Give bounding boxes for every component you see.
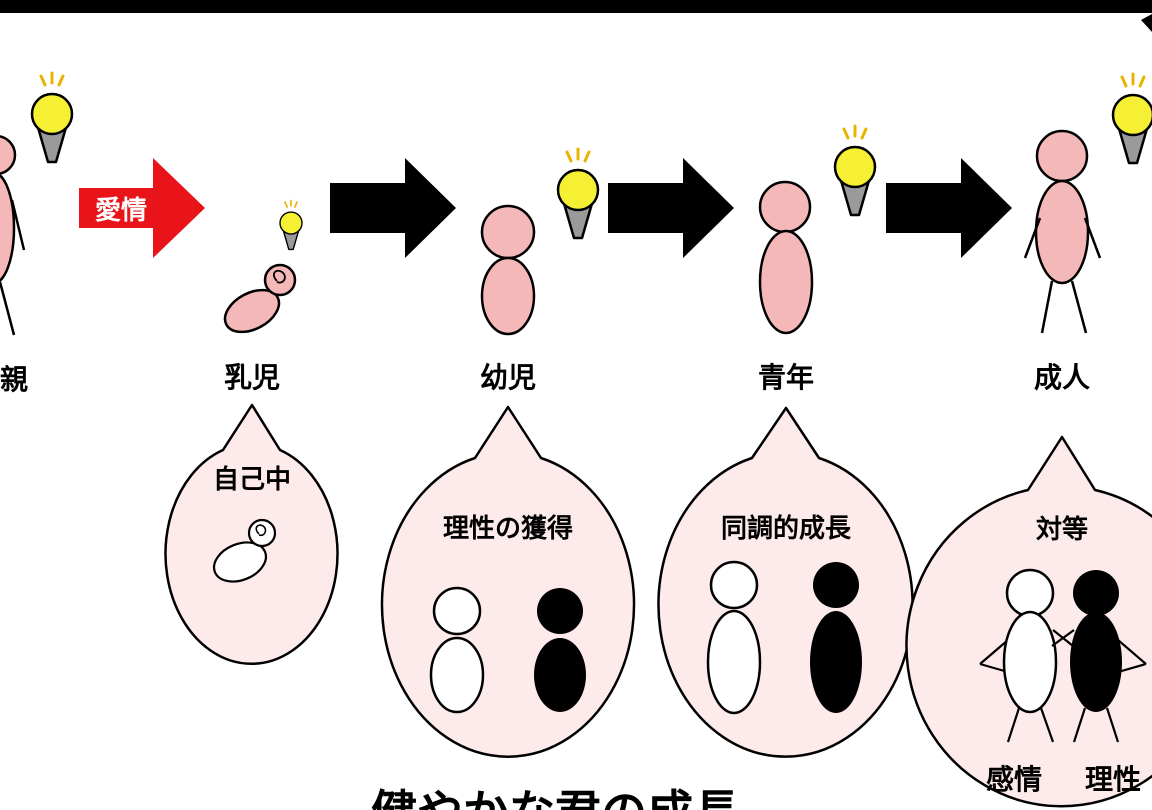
caption-reason: 理性	[1085, 763, 1141, 796]
bubble-title-adult: 対等	[1036, 514, 1088, 545]
infant-figure	[223, 263, 297, 334]
lightbulb-icon	[556, 147, 600, 240]
stage-label-youth: 青年	[758, 361, 814, 394]
bottom-title: 健やかな君の成長	[371, 785, 740, 810]
speech-bubble-adult: 対等 感情 理性	[905, 435, 1152, 808]
caption-emotion: 感情	[986, 763, 1042, 796]
bubble-title-infant: 自己中	[213, 464, 291, 495]
speech-bubble-toddler: 理性の獲得	[380, 405, 636, 758]
adult-figure	[1023, 129, 1102, 334]
stage-label-parent: 親	[0, 363, 28, 396]
speech-bubble-infant: 自己中	[164, 403, 339, 665]
lightbulb-icon-small	[279, 199, 303, 251]
lightbulb-icon	[833, 124, 877, 217]
right-arrow-icon	[79, 158, 205, 258]
stage-label-adult: 成人	[1034, 361, 1090, 394]
lightbulb-icon	[1111, 72, 1152, 165]
stage-label-toddler: 幼児	[480, 361, 536, 394]
lightbulb-icon	[30, 71, 74, 164]
love-arrow-label: 愛情	[95, 196, 147, 226]
love-arrow: 愛情	[79, 158, 205, 258]
parent-figure	[0, 135, 26, 336]
toddler-figure	[480, 204, 536, 336]
right-arrow-icon	[330, 158, 456, 258]
youth-figure	[758, 180, 814, 335]
corner-mark	[1141, 14, 1152, 32]
right-arrow-icon	[886, 158, 1012, 258]
bubble-title-toddler: 理性の獲得	[443, 514, 573, 544]
speech-bubble-youth: 同調的成長	[657, 406, 914, 758]
right-arrow-icon	[608, 158, 734, 258]
reason-figure	[1051, 570, 1147, 743]
bubble-title-youth: 同調的成長	[721, 513, 852, 544]
stage-label-infant: 乳児	[224, 361, 280, 394]
top-bar	[0, 0, 1152, 13]
